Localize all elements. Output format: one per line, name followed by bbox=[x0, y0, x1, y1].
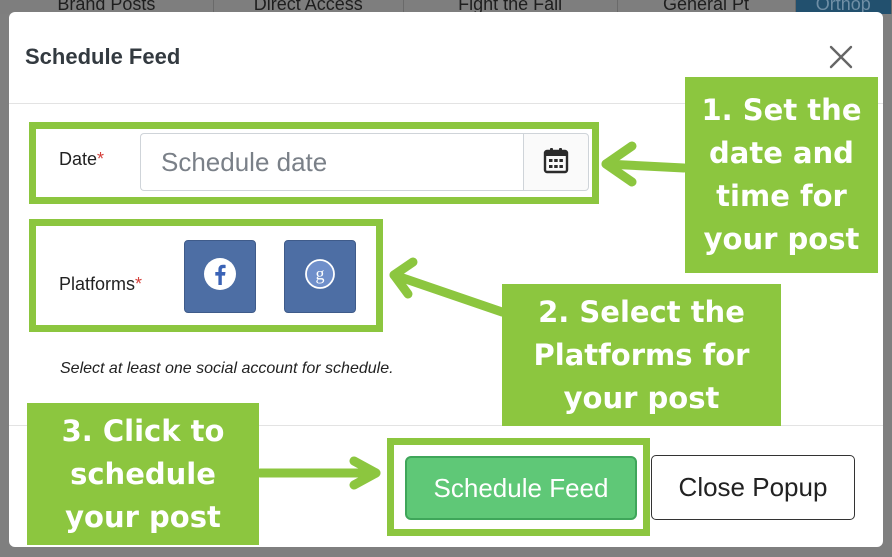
facebook-icon bbox=[203, 257, 237, 296]
schedule-button-highlight-frame bbox=[387, 438, 650, 536]
facebook-platform-button[interactable] bbox=[184, 240, 256, 313]
header-divider bbox=[9, 103, 883, 104]
close-popup-button[interactable]: Close Popup bbox=[651, 455, 855, 520]
google-platform-button[interactable]: g bbox=[284, 240, 356, 313]
callout-step3: 3. Click to schedule your post bbox=[27, 403, 259, 545]
platforms-label: Platforms* bbox=[59, 274, 143, 294]
background-tab: Direct Access bbox=[213, 0, 404, 14]
background-tab-bar: Brand Posts Direct Access Fight the Fall… bbox=[0, 0, 892, 14]
date-label: Date* bbox=[59, 149, 105, 169]
footer-divider bbox=[9, 425, 883, 426]
calendar-button[interactable] bbox=[523, 133, 589, 191]
schedule-feed-button[interactable]: Schedule Feed bbox=[405, 456, 637, 520]
modal-title: Schedule Feed bbox=[25, 44, 181, 69]
google-plus-icon: g bbox=[305, 259, 335, 294]
close-icon[interactable] bbox=[827, 43, 855, 71]
platforms-highlight-frame bbox=[29, 219, 383, 332]
svg-text:g: g bbox=[316, 264, 325, 284]
background-tab: Brand Posts bbox=[0, 0, 214, 14]
callout-step1: 1. Set the date and time for your post bbox=[685, 77, 878, 273]
date-highlight-frame bbox=[29, 122, 599, 204]
callout-step2: 2. Select the Platforms for your post bbox=[502, 284, 781, 426]
calendar-icon bbox=[543, 146, 569, 179]
background-tab: Orthop bbox=[795, 0, 892, 14]
schedule-date-input[interactable] bbox=[140, 133, 524, 191]
background-tab: General Pt bbox=[617, 0, 796, 14]
background-tab: Fight the Fall bbox=[403, 0, 618, 14]
help-text: Select at least one social account for s… bbox=[60, 360, 394, 377]
